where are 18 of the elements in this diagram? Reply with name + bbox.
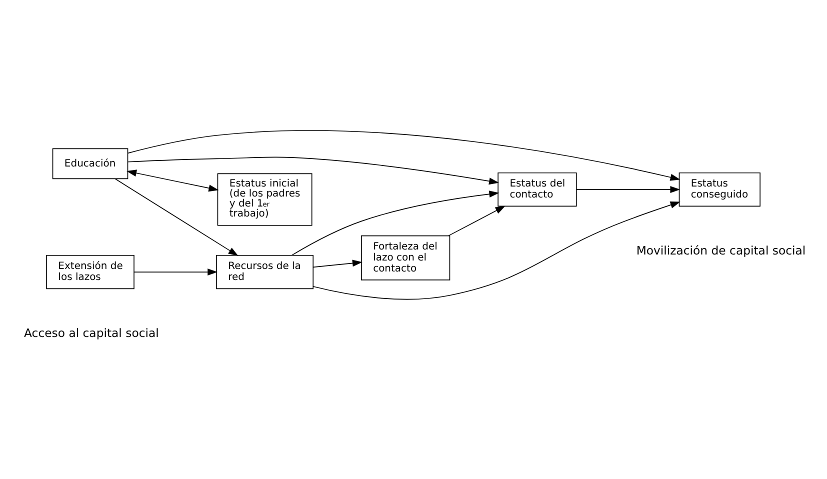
arrow xyxy=(127,130,680,181)
label: Acceso al capital social xyxy=(24,326,159,340)
arrow xyxy=(312,260,362,268)
arrow xyxy=(134,268,218,276)
arrow xyxy=(126,170,219,192)
arrow xyxy=(127,156,500,185)
node-box: Educación xyxy=(52,148,128,180)
node-box: Estatus del contacto xyxy=(498,172,577,207)
arrow xyxy=(448,206,506,236)
arrow xyxy=(576,186,680,194)
node-box: Estatus conseguido xyxy=(678,172,760,207)
label: Movilización de capital social xyxy=(636,243,806,258)
node-box: Recursos de la red xyxy=(216,254,314,290)
node-box: Extensión de los lazos xyxy=(46,254,134,290)
node-box: Fortaleza del lazo con el contacto xyxy=(361,235,450,280)
arrow xyxy=(312,202,680,300)
arrow xyxy=(114,178,238,256)
arrow xyxy=(291,190,500,256)
